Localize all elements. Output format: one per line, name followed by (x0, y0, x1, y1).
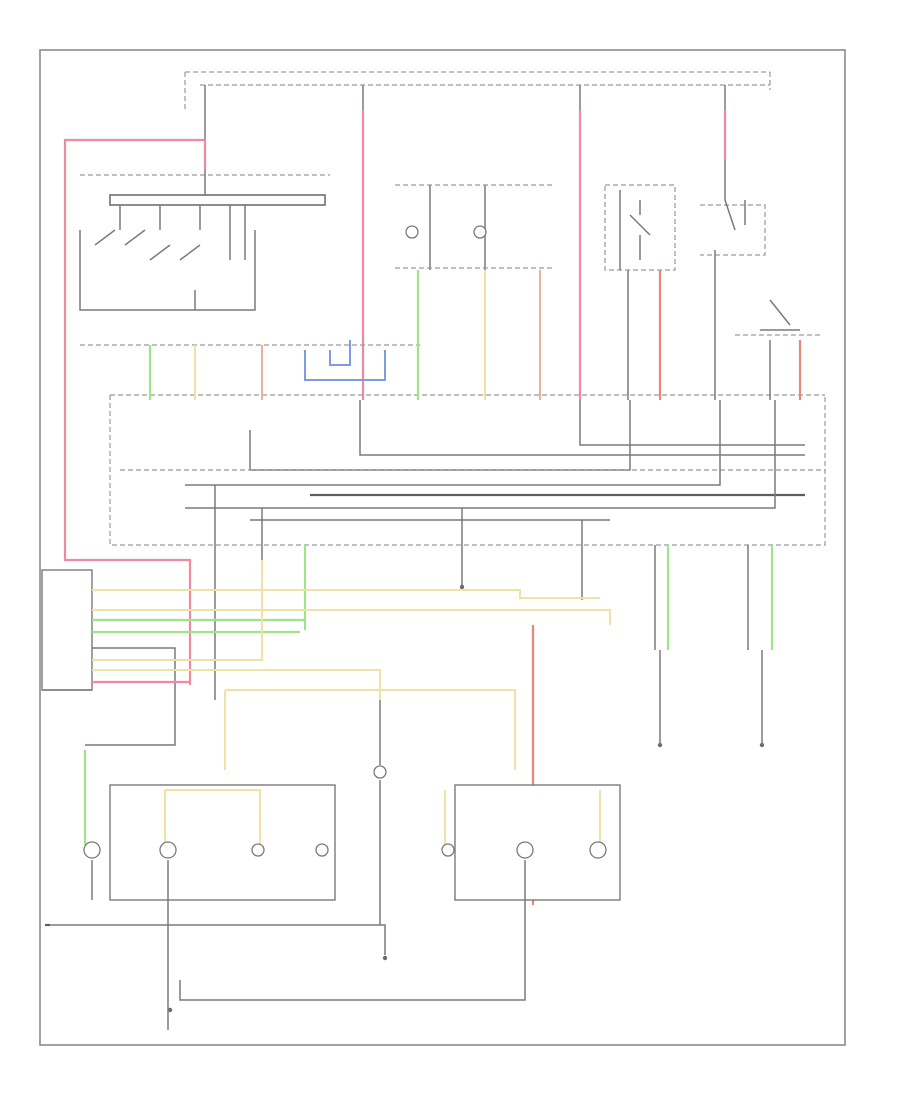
fuse-icon (204, 85, 726, 170)
connector-icon (80, 344, 826, 546)
light-control-module (41, 569, 93, 691)
license-lamp (373, 700, 387, 925)
fuse-block (184, 71, 771, 170)
instrument-cluster (395, 184, 555, 270)
brake-switch (735, 299, 820, 336)
lamp-bulb-icon (405, 225, 487, 239)
switch-contact-bar (109, 194, 326, 206)
left-rear-lamp-assembly (50, 750, 386, 1010)
diagram-frame (39, 49, 846, 1046)
body-control-module (120, 400, 825, 521)
lamp-bulb-icon (441, 841, 607, 859)
pink-feed-wire (63, 138, 205, 685)
lamp-bulb-icon (83, 841, 329, 859)
multifunction-switch (79, 170, 330, 311)
relay-icon (604, 160, 766, 271)
blue-wire (304, 340, 386, 381)
switch-icon (94, 205, 246, 261)
right-rear-lamp-assembly (179, 784, 621, 1001)
